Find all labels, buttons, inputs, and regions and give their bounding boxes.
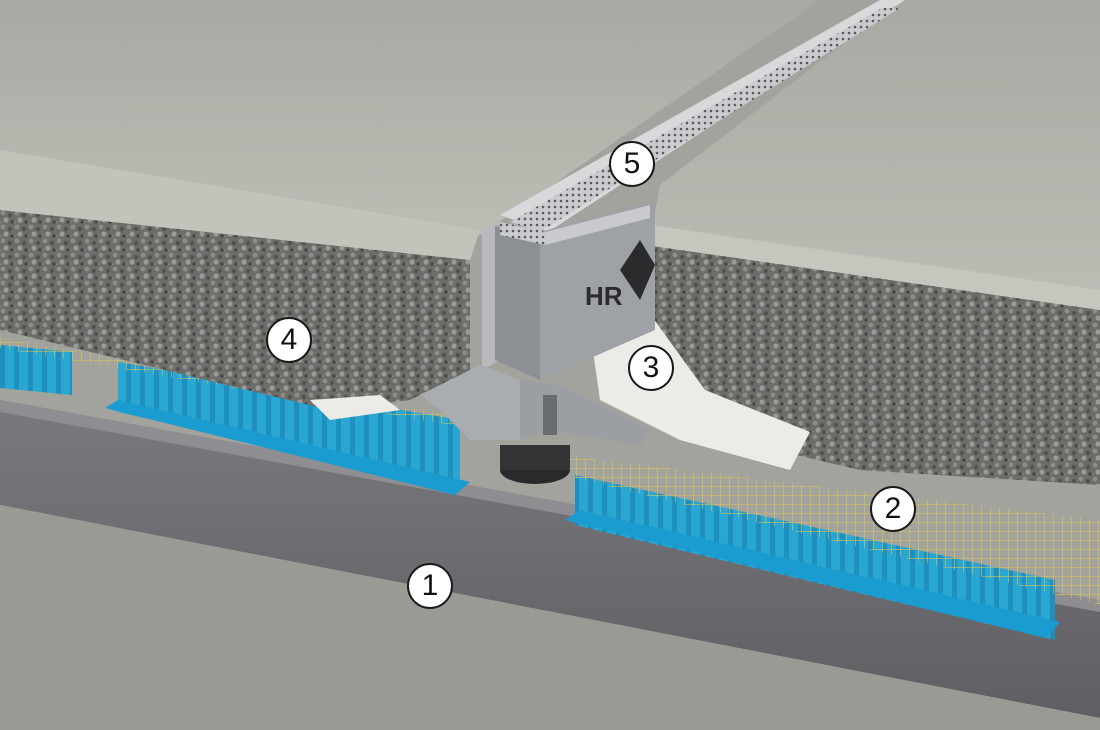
- callout-2-label: 2: [884, 492, 902, 525]
- callout-4-label: 4: [280, 323, 298, 356]
- callout-2: 2: [870, 486, 916, 532]
- callout-1-label: 1: [421, 569, 439, 602]
- callout-3-label: 3: [642, 351, 660, 384]
- callout-1: 1: [407, 563, 453, 609]
- callout-4: 4: [266, 317, 312, 363]
- callout-3: 3: [628, 345, 674, 391]
- callout-5: 5: [609, 141, 655, 187]
- gravel-layer-left: [0, 210, 470, 410]
- callout-5-label: 5: [623, 147, 641, 180]
- drain-channel: HR: [420, 0, 905, 484]
- brand-mark: HR: [585, 281, 623, 311]
- drainage-mat-right: [560, 455, 1100, 640]
- surface-slab: [0, 0, 1100, 310]
- membrane-strip: [310, 300, 810, 470]
